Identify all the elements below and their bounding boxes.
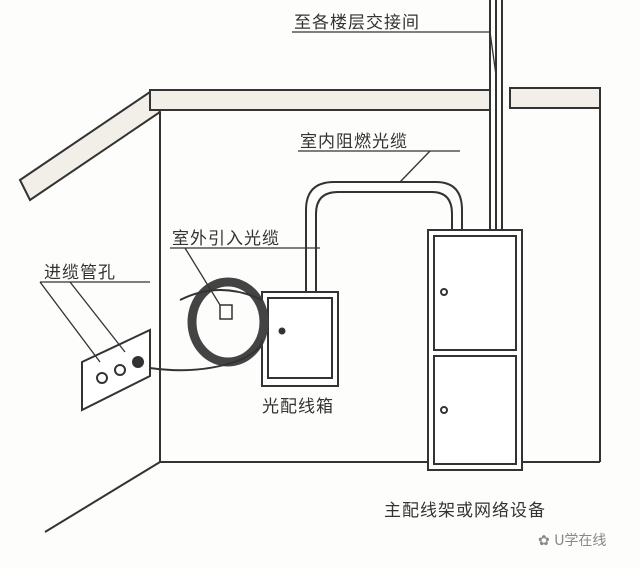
cable-hole — [132, 356, 144, 368]
indoor-cable — [315, 191, 453, 292]
floor-slab-left — [149, 89, 491, 111]
label-indoor-cable: 室内阻燃光缆 — [300, 132, 408, 152]
label-outdoor-cable: 室外引入光缆 — [172, 229, 280, 249]
cable-hole — [96, 372, 108, 384]
cable-hole — [114, 364, 126, 376]
label-optical-box: 光配线箱 — [262, 397, 334, 417]
door-knob — [440, 288, 448, 296]
floor-corner — [44, 461, 161, 533]
optical-box-door — [267, 297, 333, 379]
label-cable-hole: 进缆管孔 — [44, 263, 116, 283]
door-knob — [440, 406, 448, 414]
box-knob — [278, 327, 286, 335]
cabinet-lower-door — [433, 355, 517, 465]
splice-marker — [219, 304, 233, 320]
cabinet-upper-door — [433, 235, 517, 351]
watermark: ✿ U学在线 — [538, 533, 607, 549]
wechat-icon: ✿ — [538, 533, 555, 549]
outdoor-cable — [179, 289, 263, 301]
label-main-frame: 主配线架或网络设备 — [384, 501, 546, 521]
label-to-floors: 至各楼层交接间 — [294, 13, 420, 33]
optical-box — [261, 291, 339, 387]
indoor-cable — [305, 181, 463, 292]
outdoor-cable — [149, 339, 263, 372]
floor-slab-right — [509, 87, 601, 109]
slanted-ceiling — [18, 90, 162, 202]
cable-coil — [187, 277, 269, 367]
